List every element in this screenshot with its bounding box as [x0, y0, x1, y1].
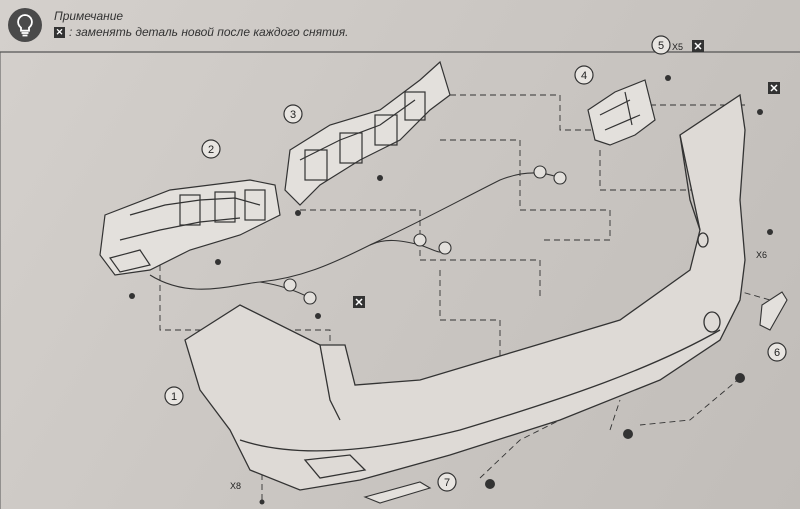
- callout-7: 7: [444, 477, 450, 489]
- note-header: Примечание ✕ : заменять деталь новой пос…: [8, 6, 608, 46]
- callout-6: 6: [774, 347, 780, 359]
- note-line: ✕ : заменять деталь новой после каждого …: [54, 25, 348, 39]
- part-7-reflector: [363, 481, 432, 504]
- part-1-bumper-cover: [184, 93, 746, 491]
- replace-part-icon: ✕: [54, 26, 65, 38]
- quantity-x5: X5: [672, 42, 683, 52]
- part-3-bracket: [284, 60, 451, 206]
- callout-2: 2: [208, 144, 214, 156]
- callout-5: 5: [658, 40, 664, 52]
- part-6-reflector: [759, 291, 788, 331]
- lightbulb-icon: [8, 8, 42, 42]
- note-text: : заменять деталь новой после каждого сн…: [69, 25, 349, 39]
- part-4-bracket: [587, 79, 656, 146]
- quantity-x6: X6: [756, 250, 767, 260]
- quantity-x8: X8: [230, 481, 241, 491]
- callout-4: 4: [581, 70, 587, 82]
- callout-circles: [164, 35, 787, 492]
- callout-3: 3: [290, 109, 296, 121]
- wiring-harness: [149, 165, 567, 305]
- note-title: Примечание: [54, 9, 124, 23]
- part-2-bracket: [99, 179, 281, 276]
- fasteners: [129, 75, 773, 505]
- callout-1: 1: [171, 391, 177, 403]
